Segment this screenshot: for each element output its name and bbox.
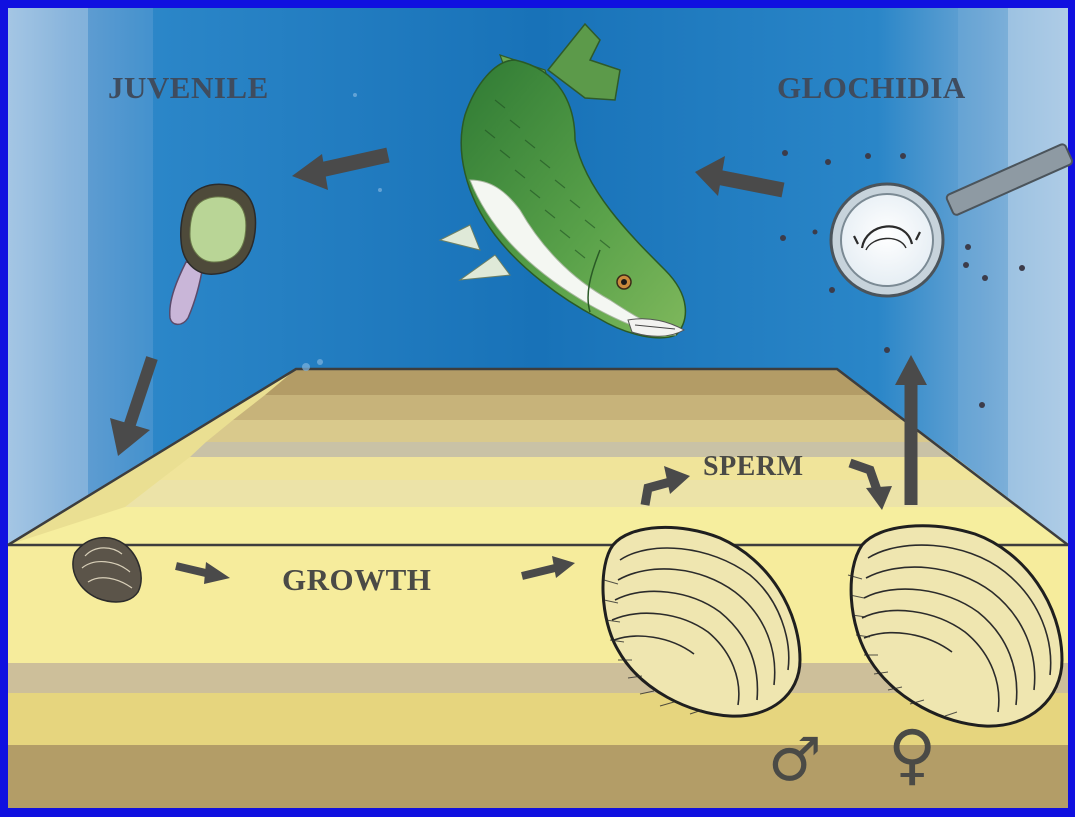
female-symbol-icon: ♀ — [888, 722, 936, 788]
label-juvenile: JUVENILE — [108, 70, 269, 106]
label-glochidia: GLOCHIDIA — [777, 70, 966, 106]
male-symbol-icon: ♂ — [768, 730, 822, 790]
label-sperm: SPERM — [703, 451, 804, 483]
label-growth: GROWTH — [282, 562, 431, 598]
